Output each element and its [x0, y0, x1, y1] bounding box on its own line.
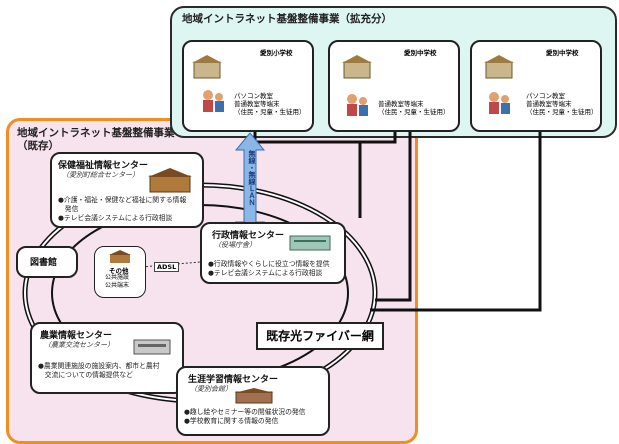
expansion-region-title: 地域イントラネット基盤整備事業（拡充分）	[182, 13, 392, 25]
school-box-3[interactable]: 愛別中学校 パソコン教室 普通教室等端末 （住民・児童・生徒用）	[470, 40, 602, 132]
other-facilities-box[interactable]: その他 公共施設 公共端末	[94, 246, 146, 298]
school-line: パソコン教室	[526, 92, 565, 100]
admin-center-item: ●行政情報やくらしに役立つ情報を提供	[208, 260, 330, 268]
school-name: 愛別中学校	[546, 49, 579, 57]
fiber-line-school2-b	[375, 129, 412, 302]
edu-center-item: ●学校教育に関する情報の発信	[184, 417, 279, 425]
library-title: 図書館	[30, 258, 58, 268]
school-line: 普通教室等端末	[526, 100, 572, 108]
health-center-subtitle: （愛別町総合センター）	[62, 171, 139, 179]
school-name: 愛別中学校	[404, 49, 437, 57]
farm-building-icon	[133, 339, 171, 355]
health-center-item: ●テレビ会議システムによる行政相談	[58, 214, 173, 222]
existing-region-title: 地域イントラネット基盤整備事業 （既存）	[17, 127, 175, 153]
agri-info-center-box[interactable]: 農業情報センター （農業交流センター） ●農業関連施設の施設案内、都市と農村 交…	[30, 322, 184, 394]
agri-center-item: 交流についての情報提供など	[38, 371, 133, 379]
school-line: （住民・児童・生徒用）	[378, 108, 450, 116]
other-facilities-title: その他	[109, 267, 129, 275]
school-building-icon	[342, 55, 372, 79]
lifelong-learning-center-box[interactable]: 生涯学習情報センター （愛別会館） ●趣し絵やセミナー等の開催状況の発信 ●学校…	[176, 366, 330, 436]
wireless-label: 無線・無線ＬＡＮ	[248, 150, 256, 206]
health-center-title: 保健福祉情報センター	[58, 161, 149, 171]
school-line: （住民・児童・生徒用）	[234, 108, 306, 116]
health-welfare-center-box[interactable]: 保健福祉情報センター （愛別町総合センター） ●介護・福祉・保健など福祉に関する…	[50, 152, 204, 228]
library-box[interactable]: 図書館	[16, 246, 78, 278]
facility-icon	[109, 250, 131, 263]
admin-center-item: ●テレビ会議システムによる行政相談	[208, 269, 323, 277]
edu-center-title: 生涯学習情報センター	[188, 375, 279, 385]
existing-title-line1: 地域イントラネット基盤整備事業	[17, 127, 175, 139]
agri-center-subtitle: （農業交流センター）	[44, 341, 114, 349]
government-building-icon	[289, 235, 331, 251]
admin-center-subtitle: （役場庁舎）	[214, 241, 256, 249]
admin-info-center-box[interactable]: 行政情報センター （役場庁舎） ●行政情報やくらしに役立つ情報を提供 ●テレビ会…	[200, 222, 346, 284]
fiber-line-school1	[253, 130, 362, 218]
hall-building-icon	[234, 388, 274, 404]
school-building-icon	[484, 55, 514, 79]
existing-title-line2: （既存）	[17, 140, 59, 152]
health-center-item: 発信	[58, 205, 79, 213]
other-facilities-line: 公共端末	[105, 282, 130, 289]
health-center-item: ●介護・福祉・保健など福祉に関する情報	[58, 196, 187, 204]
fiber-network-label: 既存光ファイバー網	[256, 322, 384, 350]
fiber-line-school3	[370, 129, 542, 312]
school-line: パソコン教室	[234, 92, 273, 100]
school-name: 愛別小学校	[260, 49, 293, 57]
school-line: 普通教室等端末	[378, 100, 424, 108]
school-line: 普通教室等端末	[234, 100, 280, 108]
admin-center-title: 行政情報センター	[212, 231, 285, 241]
edu-center-item: ●趣し絵やセミナー等の開催状況の発信	[184, 408, 306, 416]
fiber-line-school2-a	[360, 129, 397, 144]
school-box-1[interactable]: 愛別小学校 パソコン教室 普通教室等端末 （住民・児童・生徒用）	[182, 40, 314, 132]
students-icon	[489, 92, 510, 114]
adsl-label: ADSL	[154, 262, 180, 272]
school-line: （住民・児童・生徒用）	[526, 108, 598, 116]
edu-center-subtitle: （愛別会館）	[190, 385, 232, 393]
school-box-2[interactable]: 愛別中学校 普通教室等端末 （住民・児童・生徒用）	[328, 40, 460, 132]
building-icon	[148, 168, 192, 193]
other-facilities-line: 公共施設	[105, 274, 130, 281]
agri-center-item: ●農業関連施設の施設案内、都市と農村	[38, 362, 160, 370]
agri-center-title: 農業情報センター	[40, 331, 113, 341]
school-building-icon	[192, 55, 222, 79]
students-icon	[203, 90, 224, 112]
students-icon	[347, 94, 368, 116]
